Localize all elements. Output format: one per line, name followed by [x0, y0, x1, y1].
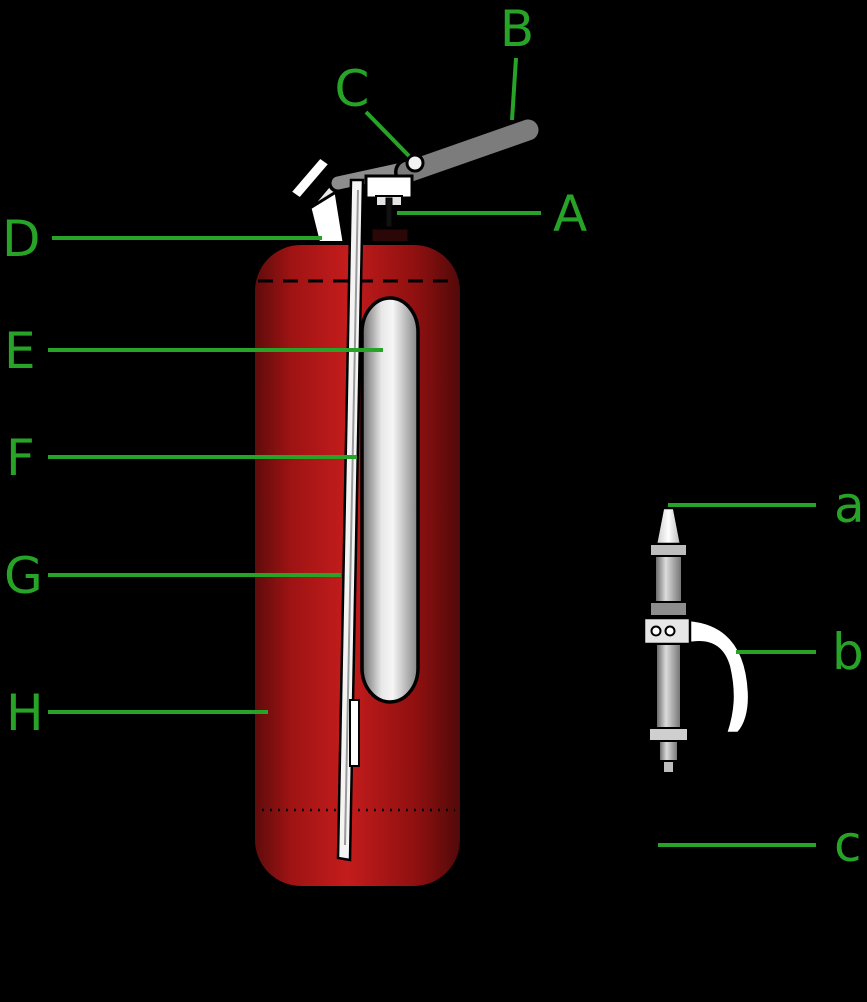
valve-mid-collar [649, 601, 688, 617]
pivot-pin [405, 153, 425, 173]
label-c: c [834, 815, 862, 873]
valve-upper-body [654, 555, 683, 603]
label-G: G [4, 547, 43, 605]
label-C: C [335, 60, 370, 118]
valve-bottom-nub [662, 760, 675, 774]
label-F: F [6, 429, 35, 487]
valve-lower-body [655, 643, 682, 729]
leader-line-B [510, 57, 518, 121]
label-H: H [6, 684, 44, 742]
gas-cartridge [360, 296, 420, 704]
label-a: a [834, 476, 865, 534]
valve-upper-collar [649, 543, 688, 557]
squeeze-handle [397, 119, 539, 183]
tube-lower-fitting [349, 699, 360, 767]
valve-lower-flange [648, 727, 689, 742]
bracket-hole-1 [650, 625, 662, 637]
leader-lines [48, 57, 816, 847]
labels: B C A D E F G H a b c [2, 0, 865, 873]
extinguisher-assembly [251, 116, 542, 890]
valve-stem-lower [658, 740, 679, 762]
label-E: E [4, 322, 36, 380]
bracket-hole-2 [664, 625, 676, 637]
label-A: A [553, 185, 587, 243]
nozzle-strip-1 [287, 154, 333, 202]
valve-insert-assembly [642, 506, 751, 774]
label-B: B [500, 0, 534, 58]
dip-tube-inner-edge [344, 189, 359, 846]
valve-cap [364, 174, 414, 200]
label-b: b [832, 623, 864, 681]
leader-line-C [364, 110, 411, 158]
label-D: D [2, 210, 41, 268]
